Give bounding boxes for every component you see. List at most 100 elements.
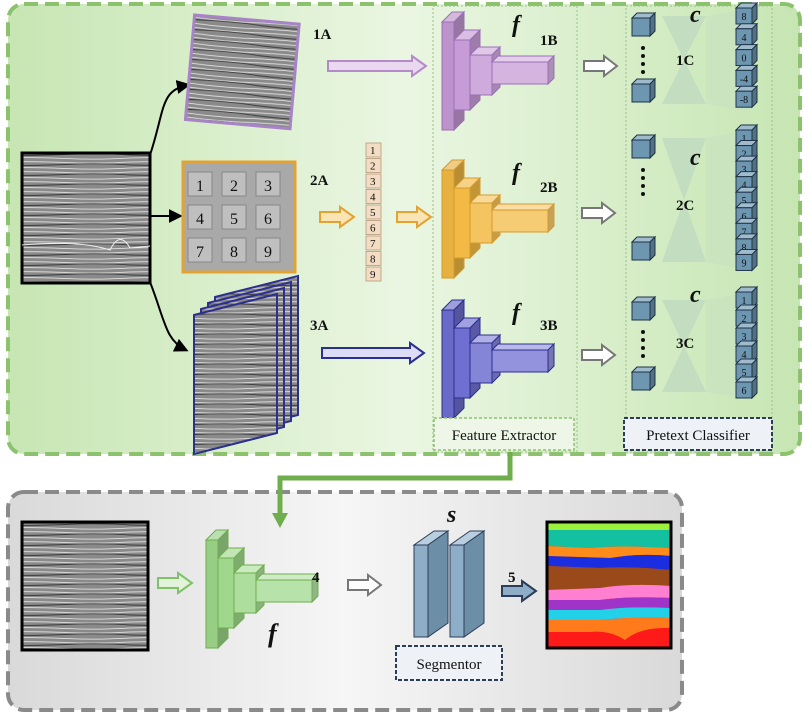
feature-extractor-label: Feature Extractor: [452, 428, 557, 444]
arrow-input-to-extractor: [157, 571, 194, 595]
label-1A: 1A: [313, 27, 332, 43]
rotated-image-1A: [183, 13, 301, 131]
jigsaw-tile-number: 9: [264, 244, 272, 261]
jigsaw-tile-number: 1: [196, 178, 204, 195]
sequence-cell: [365, 220, 382, 235]
segmentor-label: Segmentor: [417, 657, 482, 673]
jigsaw-tile: [255, 204, 281, 230]
sequence-number: 6: [370, 223, 376, 235]
pretext-classifier-2C: 1 2 3 4 5 6 7 8 9: [630, 123, 759, 272]
sequence-cell: [365, 266, 382, 282]
class-label: 8: [742, 12, 747, 23]
sequence-cell: [365, 235, 382, 251]
class-label: 4: [742, 33, 747, 44]
c-symbol-2: c: [690, 145, 701, 171]
arrow-2A-to-seq: [319, 205, 356, 229]
pretext-classifier-1C: 840-4-8: [630, 1, 759, 112]
sequence-number: 5: [370, 207, 376, 219]
jigsaw-tile: [187, 171, 213, 197]
label-2B: 2B: [540, 180, 558, 196]
c-symbol-1: c: [690, 2, 701, 28]
jigsaw-tile-number: 5: [230, 211, 238, 228]
arrow-segmentor-to-output: [501, 579, 538, 603]
class-label: 1: [742, 134, 747, 145]
f-symbol-4: f: [268, 619, 279, 648]
pretext-classifier-group: [625, 5, 773, 453]
class-label: 3: [742, 165, 747, 176]
branch-arrow-3: [149, 281, 189, 352]
sequence-number: 3: [370, 176, 376, 188]
downstream-panel: [6, 490, 684, 712]
label-3B: 3B: [540, 318, 558, 334]
class-label: 0: [742, 54, 747, 65]
arrow-3B-to-3C: [581, 342, 617, 368]
class-label: 5: [742, 196, 747, 207]
class-label: 6: [742, 212, 747, 223]
jigsaw-tile-number: 8: [230, 244, 238, 261]
arrow-1B-to-1C: [583, 53, 619, 79]
jigsaw-sequence: 1 2 3 4 5 6 7 8 9: [365, 142, 382, 282]
label-2C: 2C: [676, 198, 694, 214]
arrow-1A-to-1B: [327, 54, 428, 78]
class-label: 2: [742, 150, 747, 161]
c-symbol-3: c: [690, 282, 701, 308]
feature-extractor-box: [433, 417, 575, 451]
sequence-number: 4: [370, 192, 376, 204]
segmentation-output: [545, 520, 673, 650]
branch-arrow-1: [149, 80, 191, 156]
class-label: 4: [742, 350, 747, 361]
class-label: 3: [742, 332, 747, 343]
label-3A: 3A: [310, 318, 329, 334]
arrow-3A-to-3B: [321, 341, 426, 365]
sequence-number: 7: [370, 238, 376, 250]
pretext-classifier-box: [623, 417, 773, 451]
jigsaw-tile: [221, 204, 247, 230]
arrow-2B-to-2C: [581, 200, 617, 226]
sequence-number: 2: [370, 161, 376, 173]
sequence-cell: [365, 158, 382, 173]
label-step-5: 5: [508, 570, 516, 586]
jigsaw-tile-number: 6: [264, 211, 272, 228]
label-1B: 1B: [540, 33, 558, 49]
label-2A: 2A: [310, 173, 329, 189]
sequence-cell: [365, 173, 382, 189]
sequence-number: 1: [370, 145, 376, 157]
f-symbol-3: f: [512, 300, 522, 326]
jigsaw-tile: [187, 204, 213, 230]
sequence-cell: [365, 204, 382, 220]
sequence-cell: [365, 251, 382, 266]
downstream-feature-extractor: [204, 528, 320, 650]
arrow-extractor-to-segmentor: [347, 572, 383, 598]
jigsaw-tile-number: 4: [196, 211, 204, 228]
jigsaw-tile-number: 2: [230, 178, 238, 195]
label-3C: 3C: [676, 336, 694, 352]
f-symbol-2: f: [512, 160, 522, 186]
feature-extractor-group: [432, 5, 578, 453]
class-label: 8: [742, 243, 747, 254]
class-label: 7: [742, 227, 747, 238]
input-seismic-image: [20, 151, 152, 285]
class-label: 4: [742, 181, 747, 192]
class-label: -8: [740, 95, 748, 106]
class-label: 2: [742, 314, 747, 325]
jigsaw-tile: [187, 237, 213, 263]
transfer-arrow: [277, 452, 513, 515]
class-label: 1: [742, 296, 747, 307]
segmentor-block: [412, 530, 486, 638]
sequence-number: 9: [370, 269, 376, 281]
sequence-cell: [365, 189, 382, 204]
feature-extractor-2B: [440, 158, 556, 280]
stacked-slices-3A: [193, 274, 299, 456]
segmentor-box: [395, 645, 503, 681]
jigsaw-tile: [255, 237, 281, 263]
class-label: 9: [742, 258, 747, 269]
feature-extractor-3B: [440, 298, 556, 420]
jigsaw-tile-number: 3: [264, 178, 272, 195]
jigsaw-tile: [221, 237, 247, 263]
arrow-seq-to-2B: [396, 205, 433, 229]
downstream-input-image: [20, 520, 150, 652]
label-1C: 1C: [676, 53, 694, 69]
sequence-number: 8: [370, 254, 376, 266]
